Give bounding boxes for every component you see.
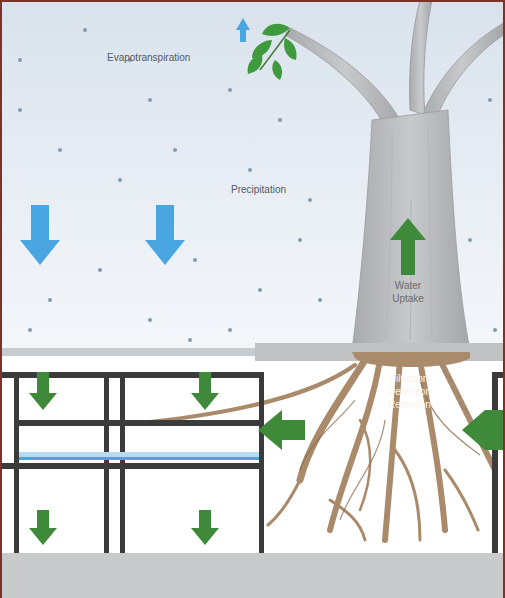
diagram-label: Detention [388,385,431,398]
diagram-label: Filtration [390,372,428,385]
diagram-label: Evapotranspiration [107,51,190,64]
diagram-label: Precipitation [231,183,286,196]
diagram-label: Retention [388,398,431,411]
diagram-label: Water Uptake [378,279,438,305]
